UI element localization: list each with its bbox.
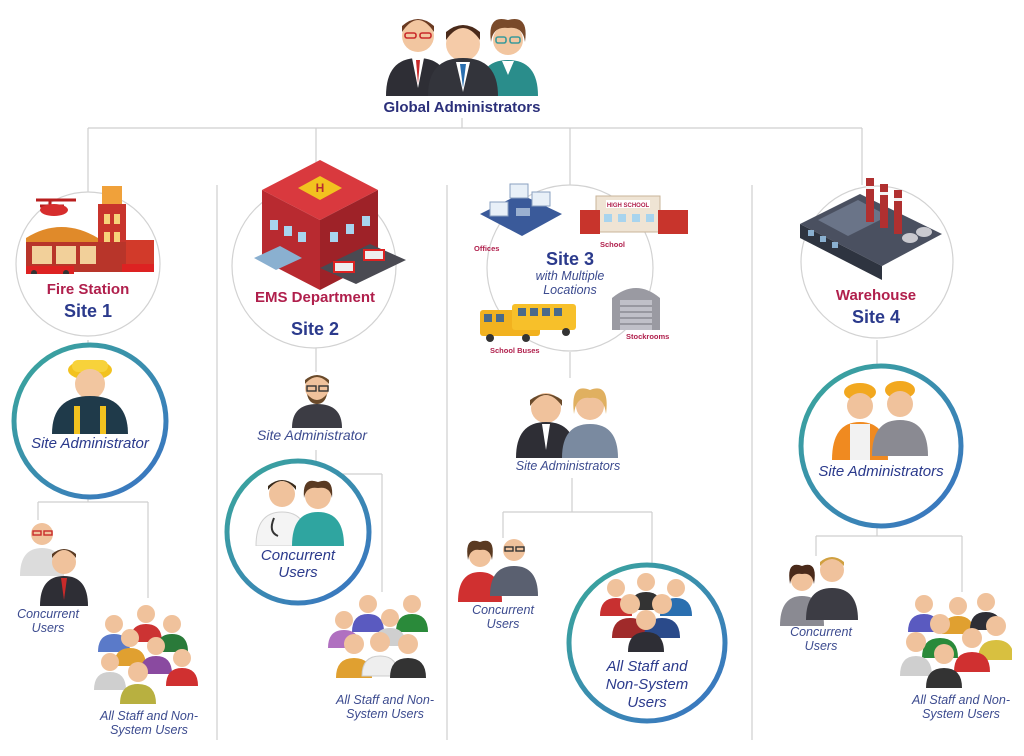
site3-admins-icon: [516, 388, 618, 458]
medical-staff-icon: [255, 480, 344, 546]
site3-staff-label: All Staff and Non-System Users: [605, 658, 689, 711]
site1-number: Site 1: [63, 301, 113, 321]
site1-concurrent-label: Concurrent Users: [17, 607, 79, 635]
site2-admin-label: Site Administrator: [257, 427, 367, 443]
stockrooms-icon: [612, 288, 660, 330]
site3-number: Site 3: [545, 249, 595, 269]
site1-staff-label: All Staff and Non-System Users: [100, 709, 198, 737]
site4-number: Site 4: [851, 307, 901, 327]
school-icon: HIGH SCHOOL: [580, 195, 688, 234]
ems-department-icon: H: [254, 160, 406, 290]
site3-admin-label: Site Administrators: [515, 459, 621, 473]
global-admins-title: Global Administrators: [383, 99, 541, 116]
offices-label: Offices: [474, 244, 500, 253]
fire-station-icon: [26, 186, 154, 274]
site2-number: Site 2: [290, 319, 340, 339]
global-admins-icon: [386, 18, 538, 96]
school-buses-label: School Buses: [490, 346, 540, 355]
offices-icon: [480, 183, 562, 236]
site2-concurrent-label: Concurrent Users: [260, 547, 336, 581]
site3-concurrent-label: Concurrent Users: [472, 603, 534, 631]
firefighter-icon: [52, 360, 128, 434]
site4-concurrent-users-icon: [780, 557, 858, 626]
site1-admin-label: Site Administrator: [31, 435, 149, 452]
stockrooms-label: Stockrooms: [626, 332, 670, 341]
site3-staff-group-icon: [600, 573, 692, 652]
site2-name: EMS Department: [254, 289, 376, 306]
site2-staff-group-icon: [328, 595, 428, 678]
site1-name: Fire Station: [46, 281, 130, 298]
site4-concurrent-label: Concurrent Users: [790, 625, 852, 653]
site1-staff-group-icon: [94, 605, 198, 704]
site4-staff-group-icon: [900, 593, 1012, 688]
site2-staff-label: All Staff and Non-System Users: [336, 693, 434, 721]
svg-text:H: H: [316, 181, 325, 195]
site4-admins-icon: [832, 381, 928, 460]
school-label: School: [600, 240, 626, 249]
site3-concurrent-users-icon: [458, 539, 538, 602]
school-sign: HIGH SCHOOL: [607, 203, 650, 209]
site4-admin-label: Site Administrators: [818, 463, 944, 480]
site3-subtitle: with Multiple Locations: [535, 269, 605, 297]
school-buses-icon: [480, 304, 576, 342]
warehouse-icon: [800, 178, 942, 280]
site4-name: Warehouse: [835, 287, 917, 304]
site4-staff-label: All Staff and Non-System Users: [912, 693, 1010, 721]
site1-concurrent-users-icon: [20, 523, 88, 606]
site2-admin-icon: [292, 375, 342, 428]
